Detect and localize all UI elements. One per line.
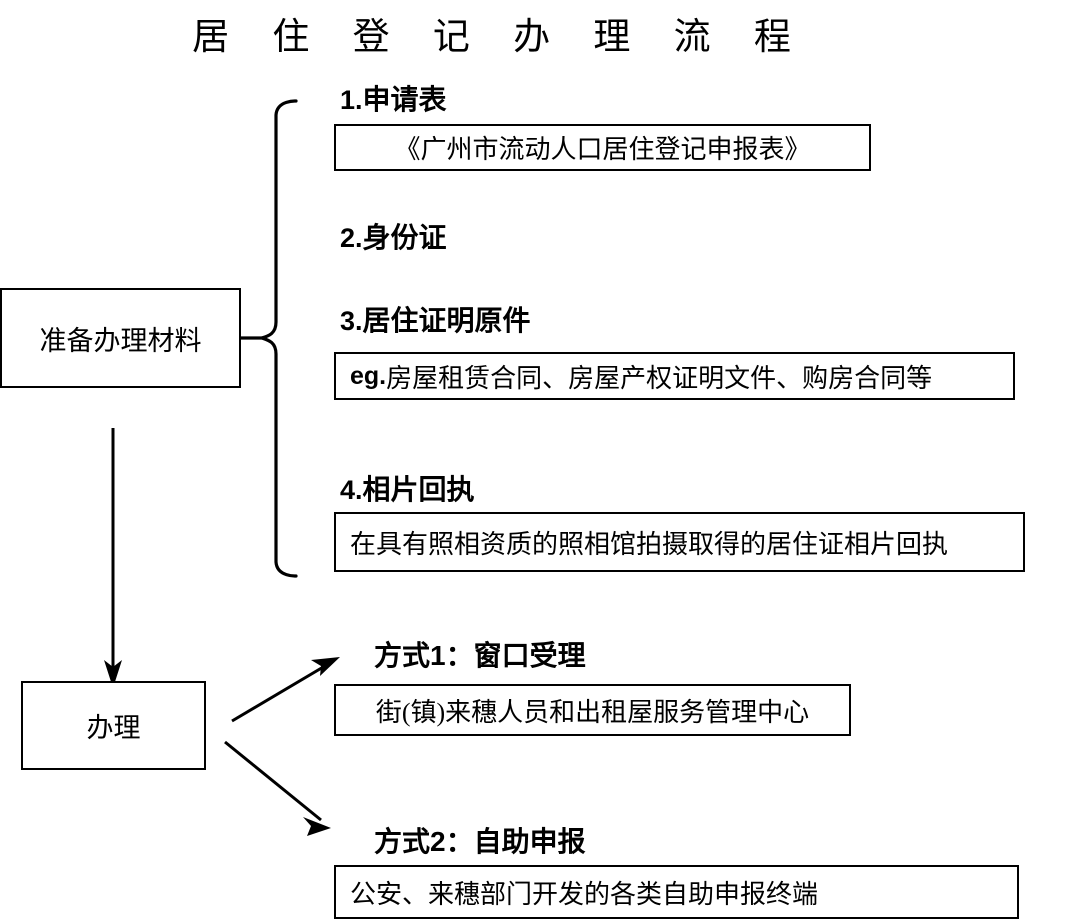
- material-item-1-heading: 1.申请表: [340, 78, 447, 118]
- method-1-heading: 方式1：窗口受理: [374, 634, 586, 674]
- node-prepare-materials-label: 准备办理材料: [39, 325, 202, 356]
- material-item-1-detail-box[interactable]: 《广州市流动人口居住登记申报表》: [334, 124, 871, 171]
- material-item-4-title: 相片回执: [362, 475, 475, 506]
- method-2-name: 自助申报: [473, 827, 586, 858]
- arrow-up-right-icon: [231, 657, 340, 723]
- material-item-4-number: 4.: [340, 475, 363, 505]
- method-2-detail-box[interactable]: 公安、来穗部门开发的各类自助申报终端: [334, 865, 1019, 919]
- method-1-name: 窗口受理: [473, 641, 586, 672]
- material-item-2-title: 身份证: [362, 223, 447, 254]
- material-item-3-number: 3.: [340, 306, 363, 336]
- method-2-heading: 方式2：自助申报: [374, 820, 586, 860]
- method-2-detail-text: 公安、来穗部门开发的各类自助申报终端: [350, 879, 819, 909]
- material-item-1-number: 1.: [340, 85, 363, 115]
- material-item-3-detail-prefix: eg.: [350, 361, 387, 390]
- method-1-detail-box[interactable]: 街(镇)来穗人员和出租屋服务管理中心: [334, 684, 851, 736]
- method-1-separator: ：: [445, 641, 474, 672]
- method-2-separator: ：: [445, 827, 474, 858]
- arrow-down-right-icon: [224, 740, 331, 836]
- material-item-4-detail-text: 在具有照相资质的照相馆拍摄取得的居住证相片回执: [350, 529, 949, 559]
- method-1-number: 1: [430, 640, 446, 671]
- page-title: 居 住 登 记 办 理 流 程: [192, 17, 808, 58]
- method-1-detail-text: 街(镇)来穗人员和出租屋服务管理中心: [375, 697, 810, 727]
- material-item-4-heading: 4.相片回执: [340, 468, 475, 508]
- material-item-3-title: 居住证明原件: [362, 306, 531, 337]
- material-item-1-detail-text: 《广州市流动人口居住登记申报表》: [394, 135, 811, 164]
- material-item-4-detail-box[interactable]: 在具有照相资质的照相馆拍摄取得的居住证相片回执: [334, 512, 1025, 572]
- material-item-1-title: 申请表: [362, 85, 447, 116]
- material-item-2-number: 2.: [340, 223, 363, 253]
- method-2-label: 方式: [374, 827, 431, 858]
- curly-brace-icon: [239, 99, 298, 578]
- material-item-3-detail-text: 房屋租赁合同、房屋产权证明文件、购房合同等: [386, 363, 933, 393]
- material-item-3-detail-box[interactable]: eg.房屋租赁合同、房屋产权证明文件、购房合同等: [334, 352, 1015, 400]
- material-item-3-heading: 3.居住证明原件: [340, 299, 531, 339]
- method-1-label: 方式: [374, 641, 431, 672]
- node-prepare-materials[interactable]: 准备办理材料: [0, 288, 241, 388]
- method-2-number: 2: [430, 826, 446, 857]
- material-item-2-heading: 2.身份证: [340, 216, 447, 256]
- node-handle[interactable]: 办理: [21, 681, 206, 770]
- flowchart-canvas: 居 住 登 记 办 理 流 程 准备办理材料 办理: [0, 17, 1025, 919]
- arrow-down-icon: [104, 428, 122, 688]
- node-handle-label: 办理: [86, 713, 141, 743]
